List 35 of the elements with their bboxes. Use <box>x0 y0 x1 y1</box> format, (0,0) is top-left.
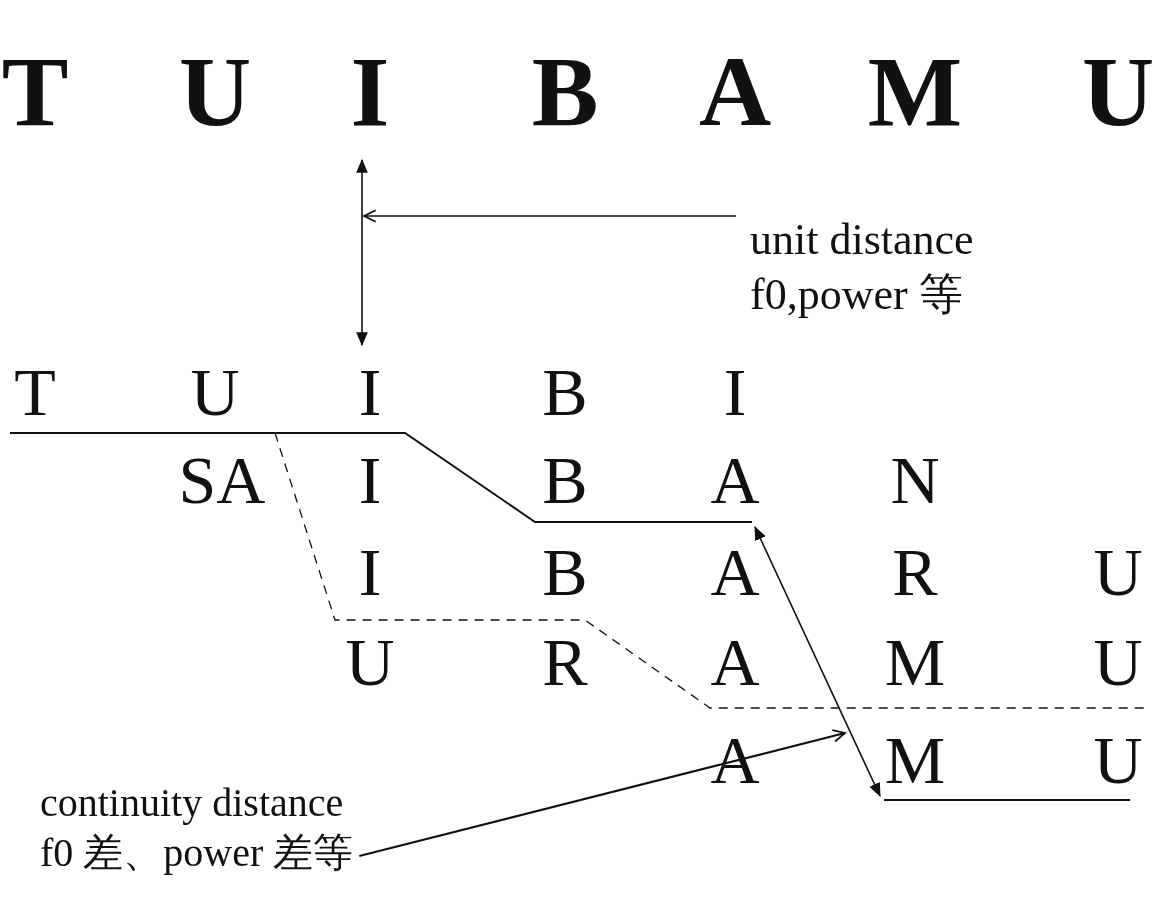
unit-letter: SA <box>178 446 266 514</box>
target-letter: I <box>350 42 390 142</box>
unit-letter: M <box>884 628 946 696</box>
unit-letter: T <box>14 358 56 426</box>
unit-letter: A <box>710 628 760 696</box>
unit-letter: N <box>890 446 940 514</box>
unit-letter: A <box>710 538 760 606</box>
unit-letter: I <box>358 446 382 514</box>
target-letter: U <box>1081 42 1155 142</box>
unit-letter: B <box>542 446 588 514</box>
target-letter: B <box>531 42 599 142</box>
callout-line-text: f0,power 等 <box>750 269 964 321</box>
callout-line-text: unit distance <box>750 214 974 266</box>
unit-letter: I <box>723 358 747 426</box>
callout-line-text: continuity distance <box>40 779 345 827</box>
leader-line <box>363 209 737 223</box>
unit-letter: U <box>190 358 240 426</box>
unit-letter: R <box>542 628 588 696</box>
unit-letter: I <box>358 358 382 426</box>
unit-letter: U <box>1093 628 1143 696</box>
callout-line-text: f0 差、power 差等 <box>40 829 354 877</box>
unit-letter: M <box>884 726 946 794</box>
unit-letter: I <box>358 538 382 606</box>
target-letter: U <box>178 42 252 142</box>
target-letter: M <box>867 42 963 142</box>
unit-letter: B <box>542 538 588 606</box>
unit-letter: R <box>892 538 938 606</box>
target-letter: T <box>1 42 69 142</box>
unit-letter: B <box>542 358 588 426</box>
unit-letter: U <box>1093 538 1143 606</box>
leader-line <box>359 729 846 858</box>
unit-letter: A <box>710 446 760 514</box>
unit-letter: U <box>1093 726 1143 794</box>
target-letter: A <box>698 42 772 142</box>
unit-letter: U <box>345 628 395 696</box>
